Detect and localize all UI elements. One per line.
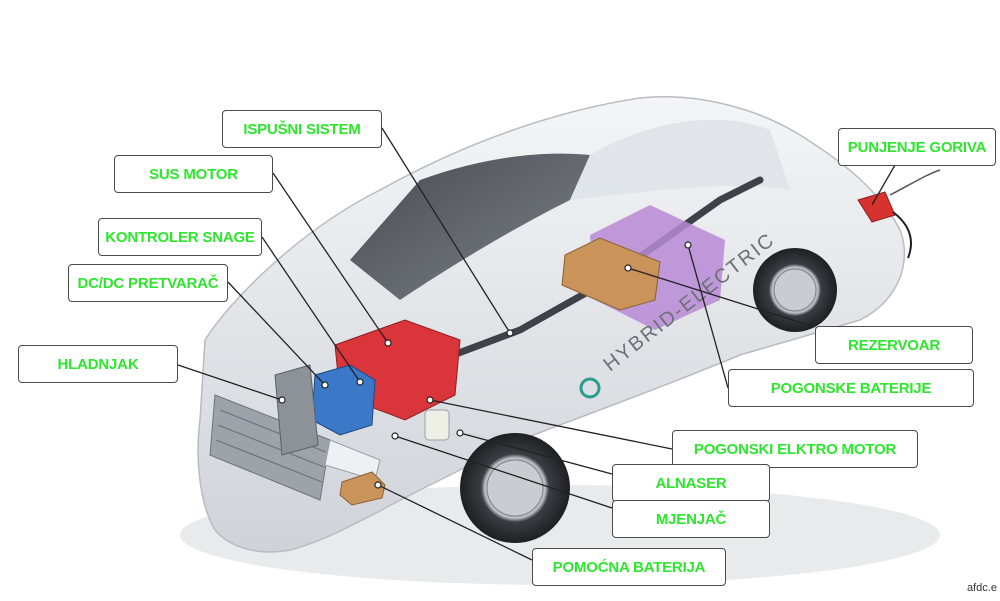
roof-glass bbox=[570, 119, 790, 200]
label-combustion-engine: SUS MOTOR bbox=[114, 155, 273, 193]
aux-battery-unit bbox=[339, 471, 386, 506]
leader-tank bbox=[627, 267, 816, 328]
label-starter-alternator: ALNASER bbox=[612, 464, 770, 502]
leader-ice bbox=[272, 172, 389, 344]
label-exhaust-system: ISPUŠNI SISTEM bbox=[222, 110, 382, 148]
label-dcdc-converter: DC/DC PRETVARAČ bbox=[68, 264, 228, 302]
label-aux-battery: POMOĆNA BATERIJA bbox=[532, 548, 726, 586]
coolant-reservoir bbox=[424, 409, 450, 441]
decal-logo bbox=[579, 377, 601, 399]
fuel-tank-box bbox=[561, 237, 661, 311]
leader-aux bbox=[377, 484, 533, 561]
fuel-nozzle-icon bbox=[857, 191, 896, 223]
label-traction-battery: POGONSKE BATERIJE bbox=[728, 369, 974, 407]
power-controller-unit bbox=[311, 364, 376, 436]
leader-starter bbox=[459, 432, 613, 475]
leader-fuelfill bbox=[871, 164, 896, 206]
windshield bbox=[350, 153, 590, 300]
leader-transmission bbox=[394, 435, 613, 509]
image-credit: afdc.e bbox=[967, 582, 997, 594]
label-radiator: HLADNJAK bbox=[18, 345, 178, 383]
leader-controller bbox=[261, 236, 361, 383]
leader-motor bbox=[429, 399, 673, 450]
label-fuel-tank: REZERVOAR bbox=[815, 326, 973, 364]
leader-dcdc bbox=[227, 281, 326, 386]
leader-battery bbox=[687, 244, 729, 389]
label-traction-motor: POGONSKI ELKTRO MOTOR bbox=[672, 430, 918, 468]
label-power-controller: KONTROLER SNAGE bbox=[98, 218, 262, 256]
leader-exhaust bbox=[381, 127, 511, 334]
label-fuel-filling: PUNJENJE GORIVA bbox=[838, 128, 996, 166]
leader-radiator bbox=[177, 364, 283, 401]
label-transmission: MJENJAČ bbox=[612, 500, 770, 538]
radiator-unit bbox=[274, 364, 319, 456]
car-body bbox=[197, 96, 906, 553]
